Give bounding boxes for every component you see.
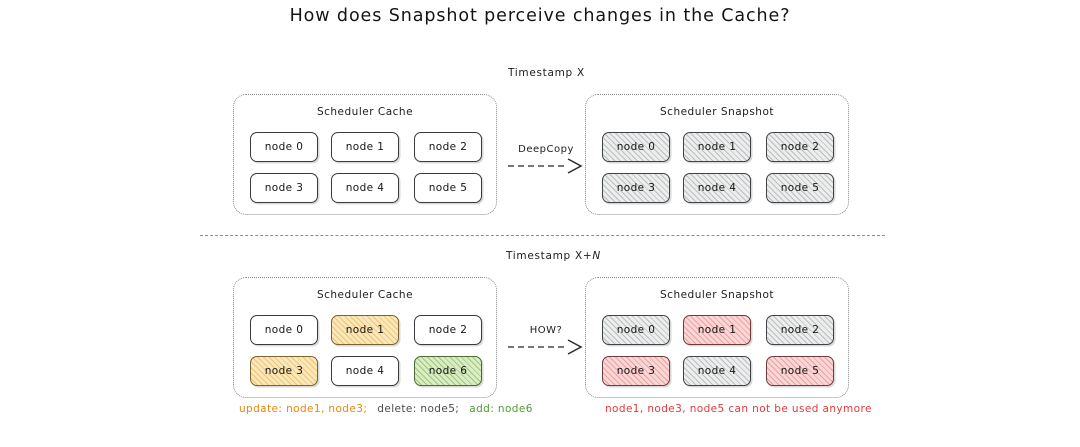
node-chip[interactable]: node 5	[414, 173, 482, 203]
node-chip[interactable]: node 2	[414, 132, 482, 162]
node-chip[interactable]: node 5	[766, 173, 834, 203]
node-chip[interactable]: node 0	[250, 132, 318, 162]
node-chip[interactable]: node 0	[250, 315, 318, 345]
node-chip[interactable]: node 5	[766, 356, 834, 386]
scheduler-cache-box-top: Scheduler Cache node 0 node 1 node 2 nod…	[233, 94, 497, 215]
snapshot-warning-caption: node1, node3, node5 can not be used anym…	[605, 403, 872, 415]
scheduler-snapshot-box-bottom: Scheduler Snapshot node 0 node 1 node 2 …	[585, 277, 849, 398]
how-arrow-icon	[508, 339, 583, 355]
scheduler-snapshot-title-top: Scheduler Snapshot	[660, 106, 774, 118]
node-chip[interactable]: node 0	[602, 132, 670, 162]
caption-update-text: update: node1, node3;	[239, 403, 368, 415]
node-chip[interactable]: node 3	[250, 173, 318, 203]
node-chip[interactable]: node 4	[683, 173, 751, 203]
cache-changes-caption: update: node1, node3; delete: node5; add: …	[239, 403, 533, 415]
how-arrow: HOW?	[508, 325, 584, 355]
section-divider	[200, 235, 885, 236]
timestamp-top-label: Timestamp X	[508, 67, 585, 79]
node-chip[interactable]: node 3	[602, 356, 670, 386]
node-chip[interactable]: node 2	[414, 315, 482, 345]
scheduler-cache-title-top: Scheduler Cache	[316, 106, 414, 118]
deepcopy-arrow-icon	[508, 158, 583, 174]
caption-add-text: add: node6	[469, 403, 533, 415]
deepcopy-arrow: DeepCopy	[508, 144, 584, 174]
node-chip[interactable]: node 3	[250, 356, 318, 386]
timestamp-bottom-label: Timestamp X+N	[506, 250, 601, 262]
node-chip[interactable]: node 1	[331, 132, 399, 162]
node-chip[interactable]: node 3	[602, 173, 670, 203]
how-arrow-label: HOW?	[529, 325, 563, 336]
node-chip[interactable]: node 2	[766, 132, 834, 162]
caption-delete-text: delete: node5;	[377, 403, 460, 415]
node-chip[interactable]: node 2	[766, 315, 834, 345]
node-chip[interactable]: node 1	[683, 315, 751, 345]
deepcopy-arrow-label: DeepCopy	[518, 144, 574, 155]
node-chip[interactable]: node 0	[602, 315, 670, 345]
node-chip[interactable]: node 1	[331, 315, 399, 345]
scheduler-snapshot-box-top: Scheduler Snapshot node 0 node 1 node 2 …	[585, 94, 849, 215]
scheduler-cache-box-bottom: Scheduler Cache node 0 node 1 node 2 nod…	[233, 277, 497, 398]
node-chip[interactable]: node 4	[331, 173, 399, 203]
timestamp-bottom-prefix: Timestamp X+	[506, 250, 593, 262]
scheduler-snapshot-title-bottom: Scheduler Snapshot	[660, 289, 774, 301]
page-title: How does Snapshot perceive changes in th…	[289, 6, 791, 26]
node-chip[interactable]: node 6	[414, 356, 482, 386]
node-chip[interactable]: node 4	[683, 356, 751, 386]
node-chip[interactable]: node 1	[683, 132, 751, 162]
timestamp-bottom-var: N	[592, 250, 601, 262]
node-chip[interactable]: node 4	[331, 356, 399, 386]
scheduler-cache-title-bottom: Scheduler Cache	[316, 289, 414, 301]
